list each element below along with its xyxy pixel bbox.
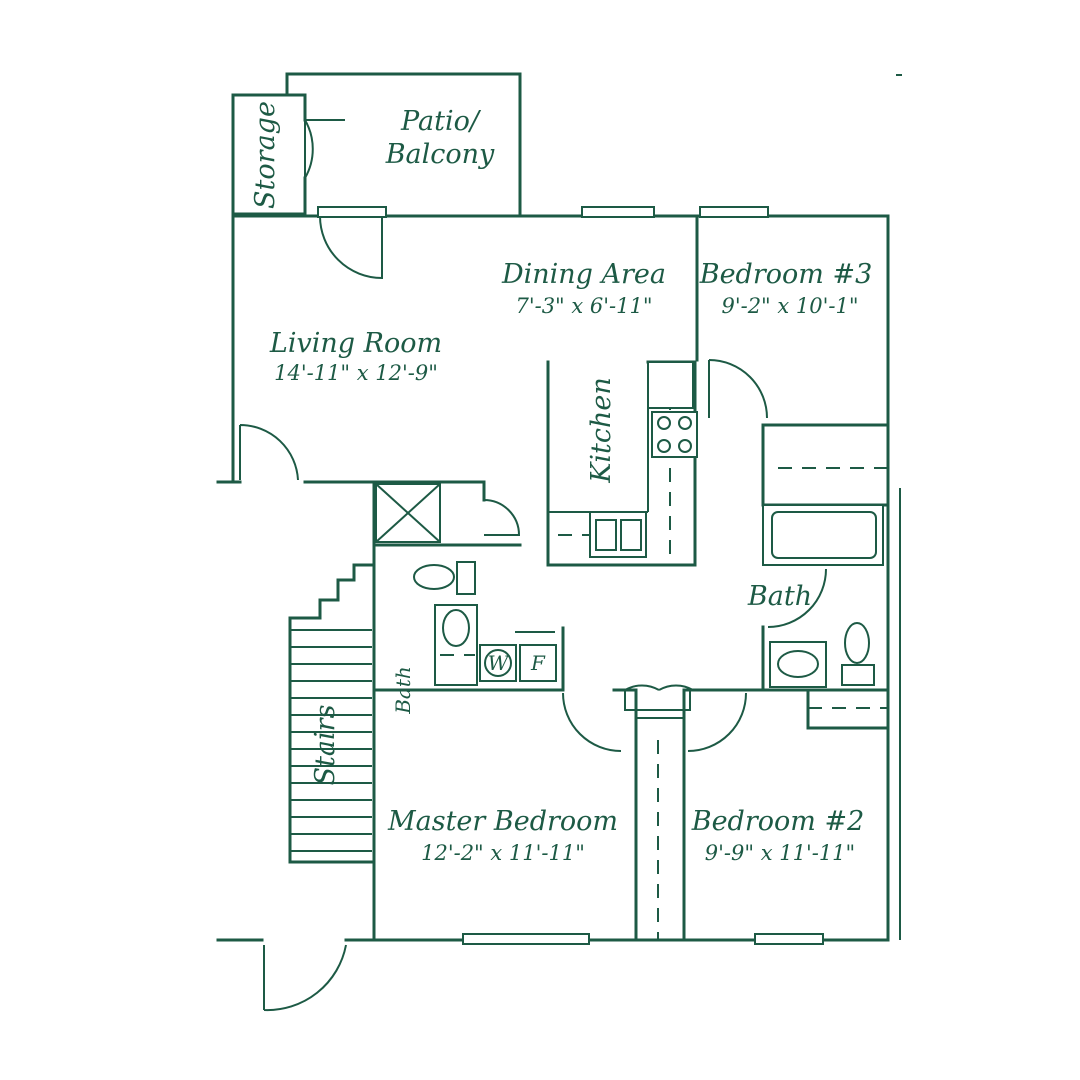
- kitchen-label: Kitchen: [586, 377, 617, 484]
- bath-right-label: Bath: [747, 581, 812, 612]
- entry-door: [239, 423, 299, 481]
- fridge-icon: [647, 361, 694, 409]
- balcony-label: Balcony: [385, 139, 495, 170]
- closet-door: [483, 499, 521, 536]
- bedroom3-label: Bedroom #3: [699, 259, 873, 290]
- living-dim: 14'-11" x 12'-9": [274, 361, 438, 385]
- furnace-icon: [519, 644, 557, 682]
- window: [754, 933, 824, 945]
- window: [462, 933, 590, 945]
- window: [317, 206, 387, 218]
- doors: [239, 215, 827, 1012]
- bathtub-icon: [762, 504, 884, 566]
- bedroom3-door: [708, 359, 768, 419]
- kitchen-area: [546, 360, 698, 567]
- right-bath: [762, 504, 884, 688]
- stairs-label: Stairs: [310, 705, 341, 786]
- vanity-icon: [769, 641, 827, 688]
- bath-left-label: Bath: [391, 666, 415, 715]
- bath-door: [767, 568, 827, 628]
- washer-label: W: [488, 651, 510, 675]
- labels: Storage Patio/ Balcony Dining Area 7'-3"…: [250, 101, 872, 865]
- master-door: [562, 692, 622, 752]
- lower-entry-door: [263, 944, 347, 1012]
- patio-block: [231, 72, 522, 216]
- dining-dim: 7'-3" x 6'-11": [515, 294, 652, 318]
- left-bath: [413, 561, 557, 686]
- storage-door: [304, 119, 314, 179]
- outer-walls: [216, 206, 901, 945]
- stairs: [288, 563, 376, 864]
- patio-label: Patio/: [400, 106, 482, 137]
- storage-label: Storage: [250, 101, 281, 209]
- window: [581, 206, 655, 218]
- bedroom2-label: Bedroom #2: [691, 806, 865, 837]
- furnace-label: F: [530, 651, 546, 675]
- toilet-icon: [844, 622, 870, 664]
- closet: [636, 717, 684, 940]
- patio-door: [319, 215, 383, 280]
- living-label: Living Room: [269, 328, 442, 359]
- dining-label: Dining Area: [501, 259, 666, 290]
- master-label: Master Bedroom: [387, 806, 618, 837]
- bedroom3-dim: 9'-2" x 10'-1": [721, 294, 858, 318]
- master-dim: 12'-2" x 11'-11": [421, 841, 585, 865]
- interior-walls: [303, 214, 890, 942]
- bedroom2-dim: 9'-9" x 11'-11": [705, 841, 855, 865]
- window: [699, 206, 769, 218]
- bedroom2-door: [687, 692, 747, 752]
- toilet-icon: [413, 564, 455, 590]
- chase: [375, 483, 441, 543]
